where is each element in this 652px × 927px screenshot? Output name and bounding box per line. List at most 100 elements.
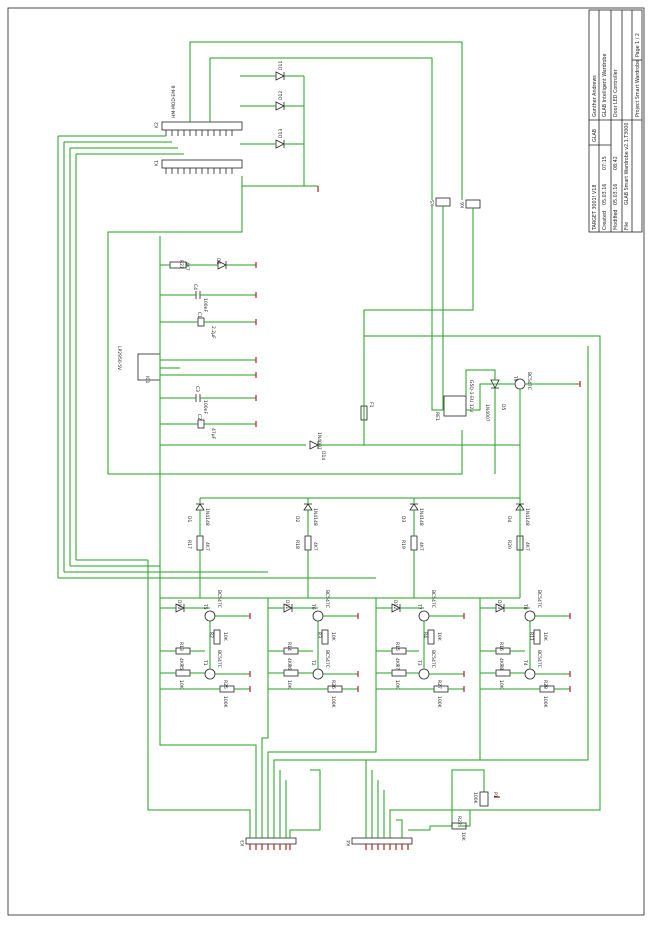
resistor-value: 4K7 xyxy=(312,542,318,551)
transistor-mark xyxy=(524,610,536,622)
diode-type: 1N4148 xyxy=(312,508,318,526)
svg-text:K4: K4 xyxy=(346,840,352,846)
resistor-mark xyxy=(175,669,191,677)
transistor-label: T3 xyxy=(416,659,422,666)
channel-bus xyxy=(58,497,520,599)
svg-text:P1: P1 xyxy=(492,792,498,798)
tb-created-date: 05.03.16 xyxy=(602,184,608,205)
transistor-label: T4 xyxy=(522,659,528,666)
transistor-type: BC547C xyxy=(430,590,436,608)
transistor-label: T6 xyxy=(310,603,316,610)
transistor-label: T2 xyxy=(310,659,316,666)
resistor-label: R25 xyxy=(222,680,228,689)
resistor-label: R27 xyxy=(436,680,442,689)
svg-text:47µF: 47µF xyxy=(210,428,216,440)
svg-text:10K: 10K xyxy=(460,832,466,842)
resistor-value: 10K xyxy=(330,632,336,642)
connector-k4: K4 xyxy=(346,837,413,846)
tb-file-label: File xyxy=(624,222,630,230)
svg-text:C2: C2 xyxy=(196,414,202,420)
resistor-label: R6 xyxy=(286,664,292,670)
tb-modified-label: Modified xyxy=(613,210,619,230)
channel-3 xyxy=(375,498,465,700)
tb-target: TARGET 3001! V18 xyxy=(592,185,598,231)
resistor-value: 10K xyxy=(436,632,442,642)
resistor-label: R18 xyxy=(294,540,300,549)
diode-label: D3 xyxy=(400,516,406,522)
resistor-value: 10K xyxy=(394,680,400,690)
transistor-type: BC547C xyxy=(216,650,222,668)
resistor-mark xyxy=(283,669,299,677)
resistor-label: R4 xyxy=(422,632,428,638)
resistor-label: R13 xyxy=(178,642,184,651)
transistor-t9: T9 BC547C xyxy=(512,372,532,390)
resistor-value: 10K xyxy=(222,632,228,642)
resistor-value: 10K xyxy=(542,632,548,642)
svg-text:2.2µF: 2.2µF xyxy=(210,326,216,339)
diode-type: 1N4148 xyxy=(204,508,210,526)
svg-text:IC1: IC1 xyxy=(144,376,150,383)
resistor-label: R26 xyxy=(330,680,336,689)
svg-text:C3: C3 xyxy=(194,386,200,392)
resistor-mark xyxy=(196,535,204,551)
svg-text:F1: F1 xyxy=(368,402,374,408)
svg-text:D6: D6 xyxy=(215,258,221,264)
transistor-label: T5 xyxy=(202,603,208,610)
transistor-mark xyxy=(418,668,430,680)
svg-text:K3: K3 xyxy=(240,840,246,846)
resistor-label: R8 xyxy=(498,664,504,670)
resistor-mark xyxy=(321,629,329,645)
resistor-value: 100K xyxy=(222,696,228,709)
svg-text:K1: K1 xyxy=(154,160,160,166)
resistor-label: R15 xyxy=(394,642,400,651)
diode-label: D4 xyxy=(506,516,512,522)
transistor-mark xyxy=(204,610,216,622)
tb-created-time: 07:15 xyxy=(602,156,608,170)
transistor-mark xyxy=(312,610,324,622)
resistor-value: 100K xyxy=(436,696,442,709)
svg-text:D14: D14 xyxy=(320,451,326,460)
svg-text:C4: C4 xyxy=(192,284,198,290)
channel-2 xyxy=(267,498,359,700)
diode-type: 1N4148 xyxy=(418,508,424,526)
transistor-type: BC547C xyxy=(536,590,542,608)
tb-file-name: GLAB Smart Wardrobe v2.1.T3000 xyxy=(624,123,630,205)
tb-project-line1: GLAB Intelligent Wardrobe xyxy=(602,54,608,117)
svg-text:D13: D13 xyxy=(278,129,284,138)
resistor-mark xyxy=(533,629,541,645)
transistor-type: BC547C xyxy=(430,650,436,668)
diode-label: D1 xyxy=(186,516,192,522)
resistor-value: 4K7 xyxy=(204,542,210,551)
resistor-label: R5 xyxy=(178,664,184,670)
led-label: D11 xyxy=(284,600,290,609)
svg-text:K6: K6 xyxy=(460,202,466,208)
channel-1 xyxy=(159,498,251,700)
svg-text:T9: T9 xyxy=(512,375,518,382)
resistor-mark xyxy=(410,535,418,551)
tb-project-name: Project Smart Wardrobe xyxy=(635,60,641,117)
connector-k2: K2 HM-MOD-EM-8 xyxy=(154,85,243,131)
resistor-value: 100K xyxy=(330,696,336,709)
resistor-value: 4K7 xyxy=(498,658,504,667)
transistor-mark xyxy=(312,668,324,680)
connector-k5: K5 xyxy=(430,197,451,207)
transistor-type: BC547C xyxy=(216,590,222,608)
resistor-label: R19 xyxy=(400,540,406,549)
resistor-mark xyxy=(427,629,435,645)
transistor-type: BC547C xyxy=(536,650,542,668)
fuse-f1: F1 xyxy=(360,402,374,421)
led-label: D10 xyxy=(176,600,182,609)
resistor-label: R20 xyxy=(506,540,512,549)
resistor-mark xyxy=(304,535,312,551)
connector-k1: K1 xyxy=(154,159,243,169)
svg-text:R21: R21 xyxy=(178,260,184,269)
tb-modified-time: 08:42 xyxy=(613,156,619,170)
svg-text:HM-MOD-EM-8: HM-MOD-EM-8 xyxy=(171,85,177,118)
resistor-label: R11 xyxy=(528,632,534,641)
svg-text:4K7: 4K7 xyxy=(184,262,190,271)
transistor-type: BC547C xyxy=(324,650,330,668)
resistor-value: 4K7 xyxy=(394,658,400,667)
connector-k3: K3 xyxy=(240,837,297,846)
